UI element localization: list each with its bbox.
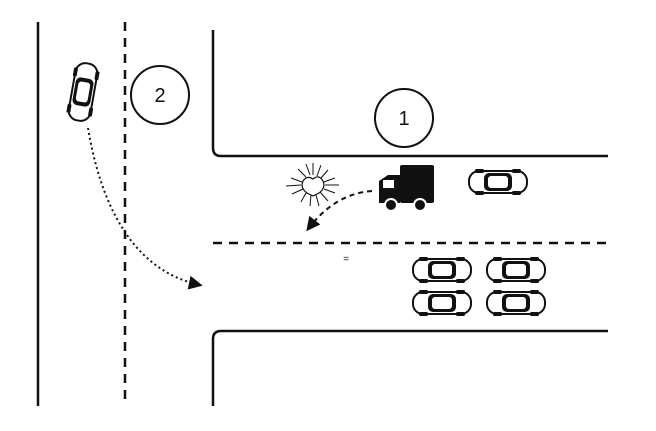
marker-2-label: 2 (154, 85, 165, 107)
car-icon (412, 257, 472, 283)
car-icon (486, 257, 546, 283)
marker-1: 1 (374, 88, 434, 148)
car-icon (468, 169, 528, 195)
car-icon (486, 290, 546, 316)
truck-icon (379, 165, 434, 212)
upper-road-corner (211, 30, 608, 158)
car-icon (412, 290, 472, 316)
small-mark: = (343, 254, 349, 265)
car-icon (64, 60, 102, 124)
marker-2: 2 (130, 65, 190, 125)
vehicle-2-path-arrow (87, 127, 203, 290)
marker-1-label: 1 (398, 108, 409, 130)
crash-burst-icon (285, 163, 339, 207)
lower-road-corner (211, 329, 608, 406)
vehicle-1-path-arrow (306, 190, 373, 232)
